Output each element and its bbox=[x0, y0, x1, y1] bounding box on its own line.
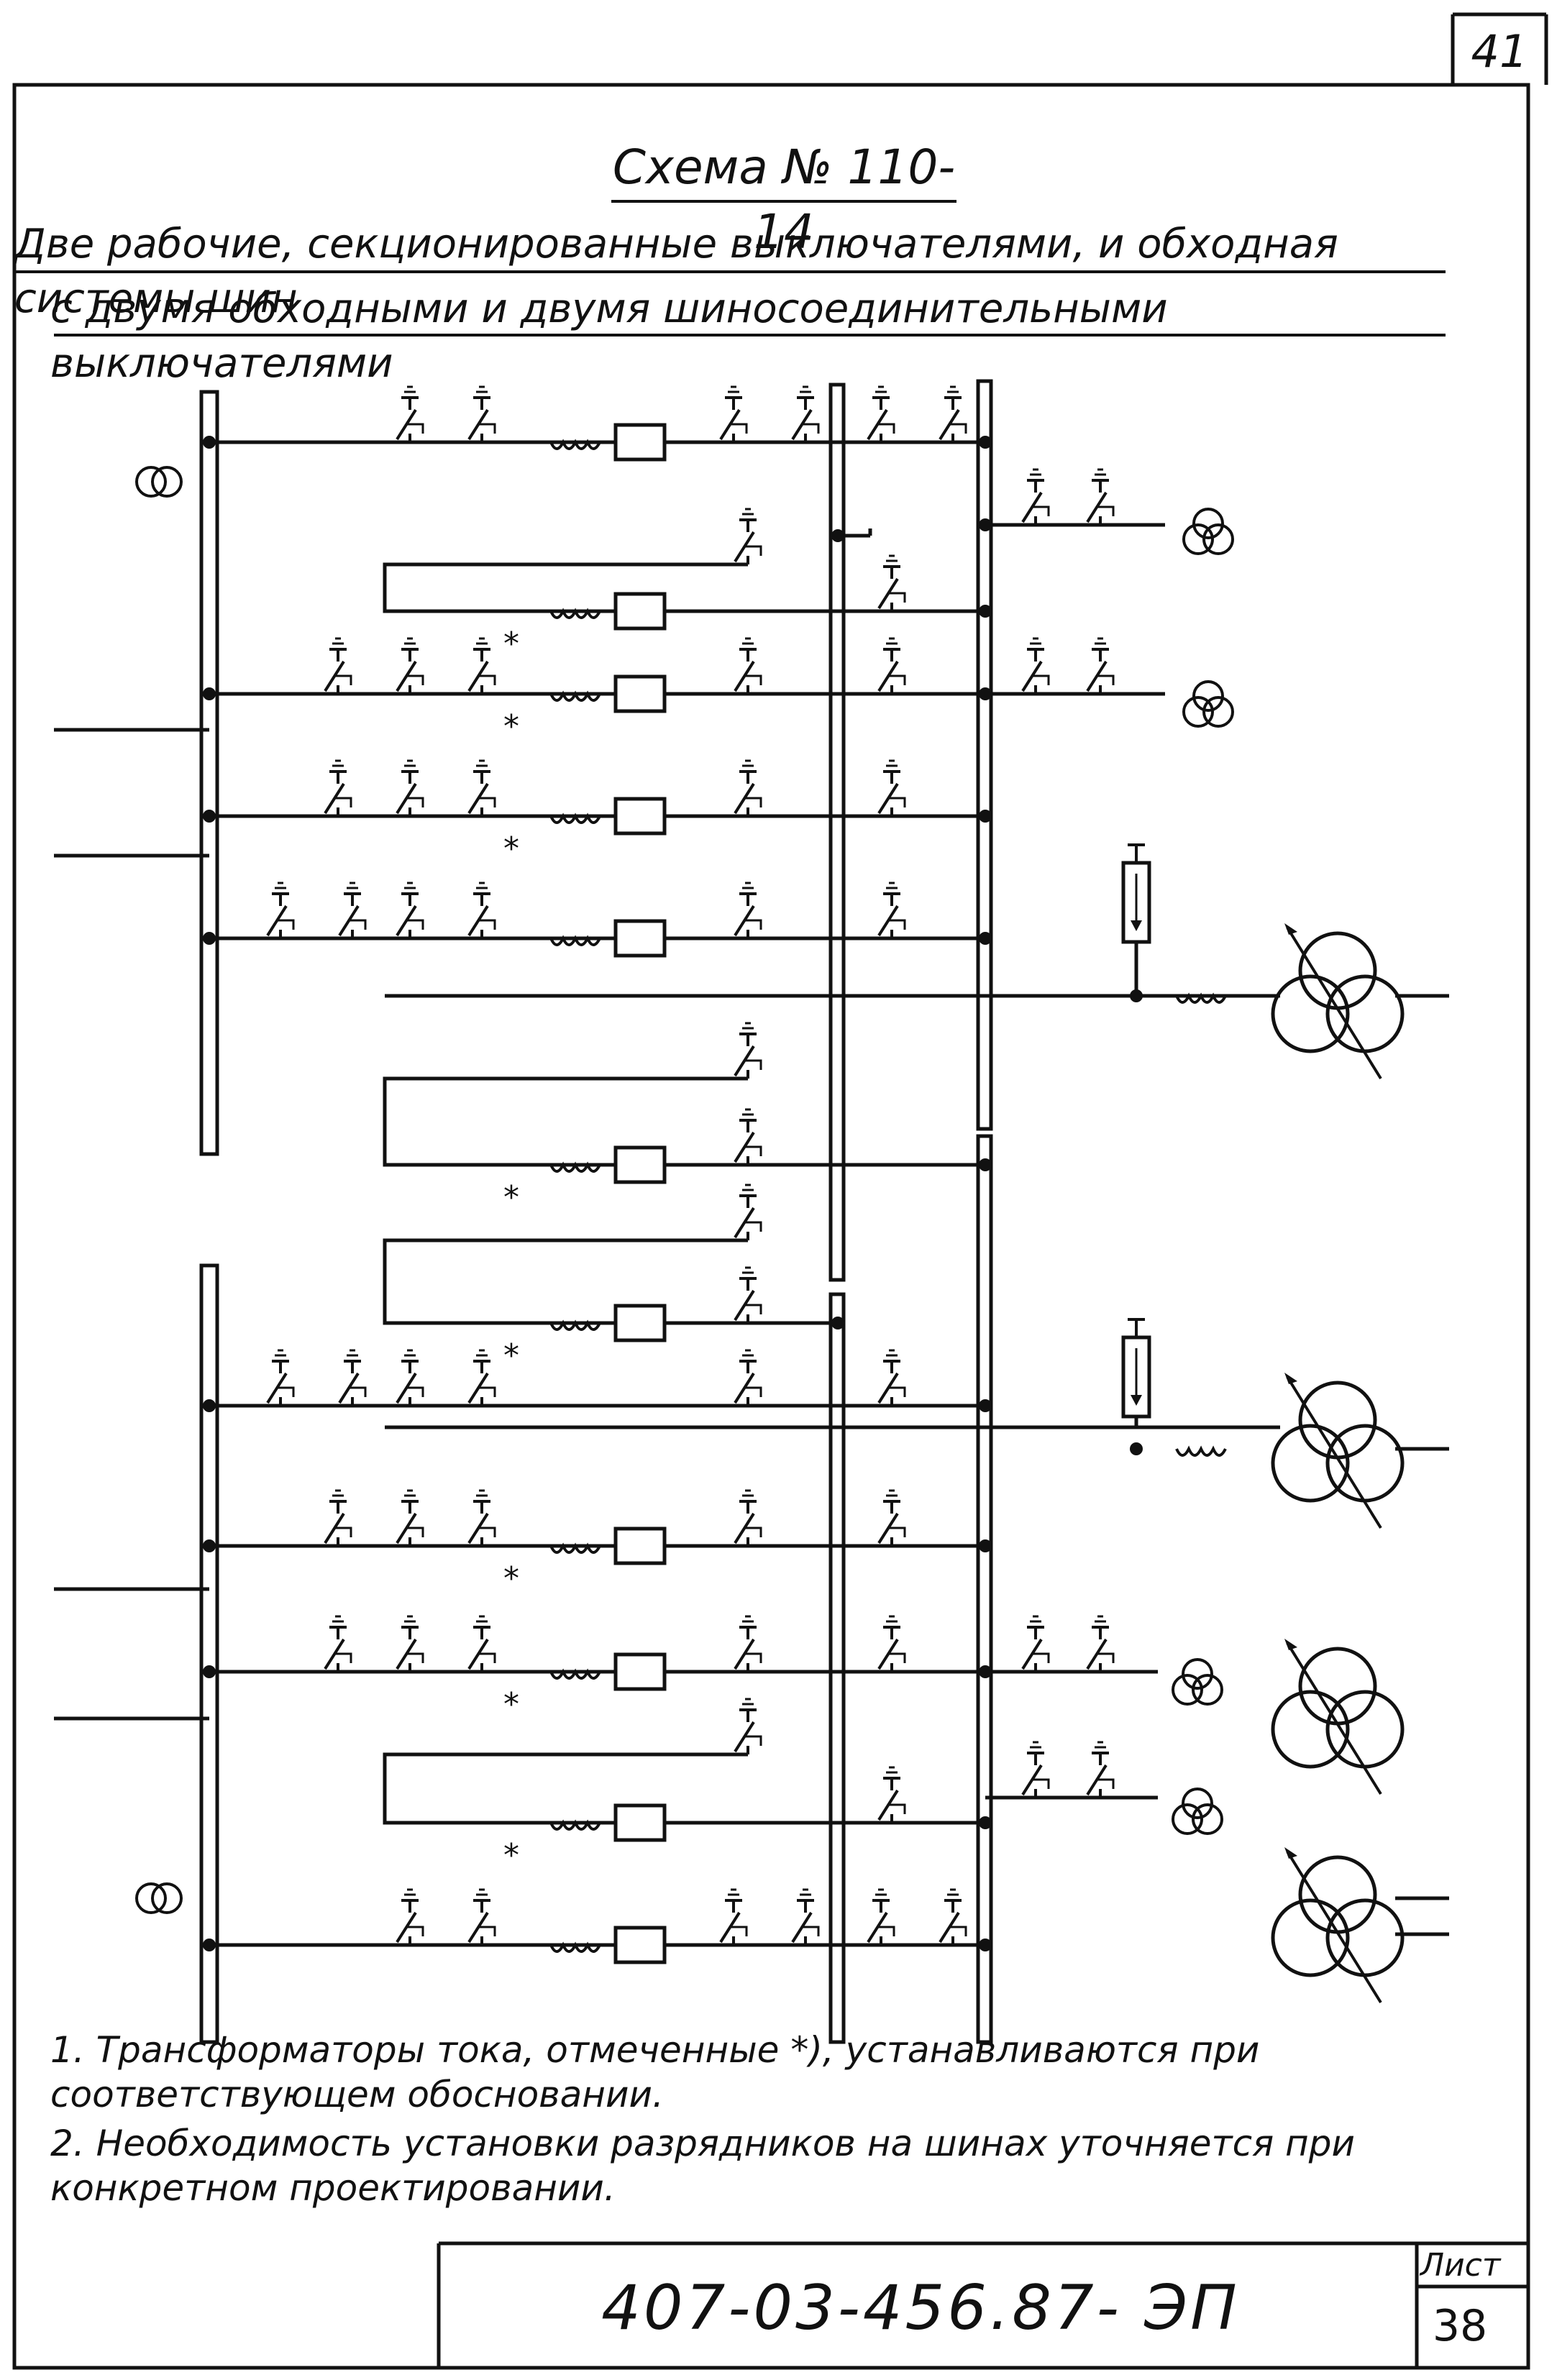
document-code: 407-03-456.87- ЭП bbox=[601, 2272, 1240, 2344]
ct-marker-3: * bbox=[503, 830, 519, 867]
ct-marker-1: * bbox=[503, 626, 519, 662]
ct-marker-8: * bbox=[503, 1837, 519, 1874]
diagram-title: Схема № 110-14 bbox=[612, 139, 956, 260]
ct-marker-7: * bbox=[503, 1686, 519, 1723]
sheet-label: Лист bbox=[1420, 2247, 1501, 2284]
diagram-subtitle-line-2: с двумя обходными и двумя шиносоединител… bbox=[50, 285, 1168, 387]
sheet-number: 38 bbox=[1432, 2301, 1488, 2351]
ct-marker-6: * bbox=[503, 1560, 519, 1597]
note-1: 1. Трансформаторы тока, отмеченные *), у… bbox=[50, 2029, 1260, 2115]
ct-marker-4: * bbox=[503, 1179, 519, 1216]
diagram-subtitle-line-1: Две рабочие, секционированные выключател… bbox=[14, 221, 1338, 322]
page-number: 41 bbox=[1471, 25, 1528, 78]
ct-marker-5: * bbox=[503, 1337, 519, 1374]
note-2: 2. Необходимость установки разрядников н… bbox=[50, 2123, 1355, 2209]
ct-marker-2: * bbox=[503, 708, 519, 745]
